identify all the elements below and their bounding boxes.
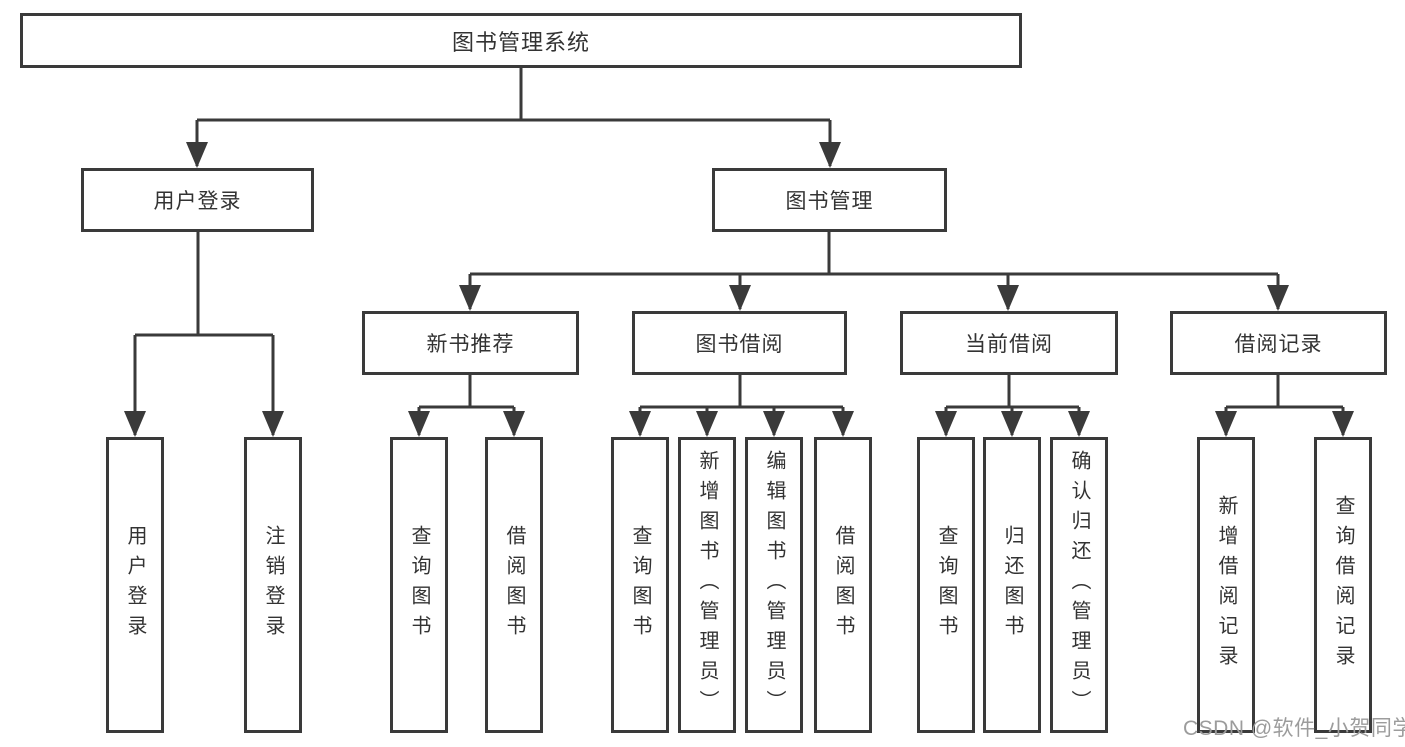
leaf-borrow-books-2: 借阅图书: [814, 437, 872, 733]
leaf-user-login: 用户登录: [106, 437, 164, 733]
leaf-query-books-2: 查询图书: [611, 437, 669, 733]
leaf-logout: 注销登录: [244, 437, 302, 733]
csdn-watermark: CSDN @软件_小贺同学: [1183, 717, 1405, 740]
leaf-borrow-books-1: 借阅图书: [485, 437, 543, 733]
node-borrowing-records-label: 借阅记录: [1234, 333, 1323, 356]
leaf-logout-label: 注销登录: [262, 525, 284, 645]
node-book-management-label: 图书管理: [785, 190, 874, 213]
leaf-borrow-books-2-label: 借阅图书: [832, 525, 854, 645]
node-new-book-recommend: 新书推荐: [362, 311, 579, 375]
leaf-add-books-admin: 新增图书（管理员）: [678, 437, 736, 733]
leaf-confirm-return-admin-label: 确认归还（管理员）: [1068, 450, 1090, 720]
connector-root-to-level2: [186, 68, 841, 168]
connector-book-mgmt-to-level3: [459, 232, 1289, 311]
node-user-login: 用户登录: [81, 168, 314, 232]
leaf-return-books-label: 归还图书: [1001, 525, 1023, 645]
node-user-login-label: 用户登录: [153, 190, 242, 213]
leaf-query-borrow-record: 查询借阅记录: [1314, 437, 1372, 733]
leaf-user-login-label: 用户登录: [124, 525, 146, 645]
leaf-query-books-2-label: 查询图书: [629, 525, 651, 645]
leaf-add-borrow-record: 新增借阅记录: [1197, 437, 1255, 733]
node-root-system: 图书管理系统: [20, 13, 1022, 68]
node-borrowing-records: 借阅记录: [1170, 311, 1387, 375]
leaf-edit-books-admin: 编辑图书（管理员）: [745, 437, 803, 733]
node-current-borrowing: 当前借阅: [900, 311, 1118, 375]
leaf-query-books-1: 查询图书: [390, 437, 448, 733]
connector-new-book-rec-children: [408, 375, 525, 437]
connector-borrow-record-children: [1215, 375, 1354, 437]
node-root-system-label: 图书管理系统: [451, 29, 590, 55]
leaf-add-books-admin-label: 新增图书（管理员）: [696, 450, 718, 720]
leaf-add-borrow-record-label: 新增借阅记录: [1215, 495, 1237, 675]
leaf-query-books-3-label: 查询图书: [935, 525, 957, 645]
leaf-query-borrow-record-label: 查询借阅记录: [1332, 495, 1354, 675]
node-book-borrowing: 图书借阅: [632, 311, 847, 375]
connector-current-borrow-children: [935, 375, 1090, 437]
leaf-borrow-books-1-label: 借阅图书: [503, 525, 525, 645]
leaf-confirm-return-admin: 确认归还（管理员）: [1050, 437, 1108, 733]
connector-user-login-children: [124, 232, 284, 437]
leaf-return-books: 归还图书: [983, 437, 1041, 733]
node-new-book-recommend-label: 新书推荐: [426, 333, 515, 356]
leaf-edit-books-admin-label: 编辑图书（管理员）: [763, 450, 785, 720]
node-book-management: 图书管理: [712, 168, 947, 232]
leaf-query-books-1-label: 查询图书: [408, 525, 430, 645]
connector-book-borrow-children: [629, 375, 854, 437]
node-book-borrowing-label: 图书借阅: [695, 333, 784, 356]
node-current-borrowing-label: 当前借阅: [965, 333, 1053, 356]
leaf-query-books-3: 查询图书: [917, 437, 975, 733]
